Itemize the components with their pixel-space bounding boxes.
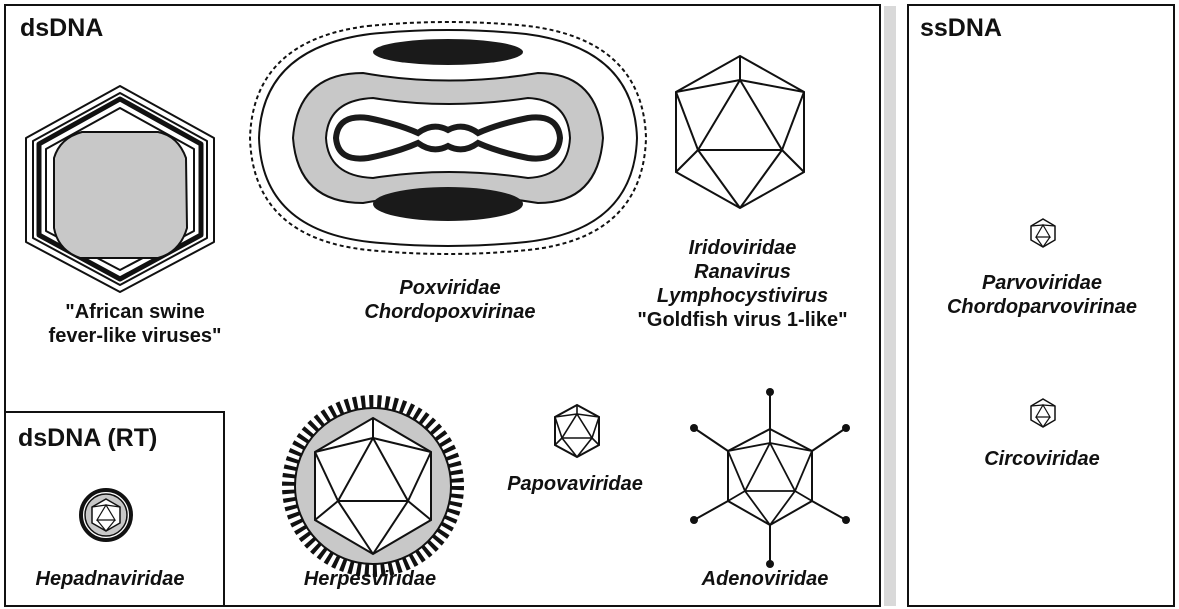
iridovirus-label: Iridoviridae Ranavirus Lymphocystivirus … xyxy=(600,236,885,332)
dsdna-title: dsDNA xyxy=(20,14,103,43)
iridovirus-label-line-3: Lymphocystivirus xyxy=(600,284,885,308)
herpesvirus-virion-icon xyxy=(283,396,463,576)
asfv-label: "African swine fever-like viruses" xyxy=(10,300,260,348)
papovavirus-virion-icon xyxy=(552,403,602,459)
adenovirus-label: Adenoviridae xyxy=(670,567,860,591)
parvovirus-virion-icon xyxy=(1029,218,1057,248)
adenovirus-virion-icon xyxy=(680,388,860,578)
circovirus-label: Circoviridae xyxy=(942,447,1142,471)
panel-shadow xyxy=(884,6,896,606)
poxvirus-virion-icon xyxy=(248,18,648,258)
hepadnavirus-label: Hepadnaviridae xyxy=(10,567,210,591)
poxvirus-label-line-2: Chordopoxvirinae xyxy=(330,300,570,324)
parvovirus-label: Parvoviridae Chordoparvovirinae xyxy=(912,271,1172,319)
iridovirus-label-line-4: "Goldfish virus 1-like" xyxy=(600,308,885,332)
iridovirus-virion-icon xyxy=(670,52,810,212)
herpesvirus-label: Herpesviridae xyxy=(270,567,470,591)
asfv-label-line-2: fever-like viruses" xyxy=(10,324,260,348)
asfv-label-line-1: "African swine xyxy=(10,300,260,324)
iridovirus-label-line-2: Ranavirus xyxy=(600,260,885,284)
hepadnavirus-virion-icon xyxy=(78,487,134,543)
asfv-virion-icon xyxy=(10,80,230,295)
ssdna-title: ssDNA xyxy=(920,14,1002,43)
poxvirus-label-line-1: Poxviridae xyxy=(330,276,570,300)
dsdna-rt-title: dsDNA (RT) xyxy=(18,424,157,453)
papovavirus-label: Papovaviridae xyxy=(480,472,670,496)
circovirus-virion-icon xyxy=(1029,398,1057,428)
parvovirus-label-line-1: Parvoviridae xyxy=(912,271,1172,295)
iridovirus-label-line-1: Iridoviridae xyxy=(600,236,885,260)
parvovirus-label-line-2: Chordoparvovirinae xyxy=(912,295,1172,319)
poxvirus-label: Poxviridae Chordopoxvirinae xyxy=(330,276,570,324)
